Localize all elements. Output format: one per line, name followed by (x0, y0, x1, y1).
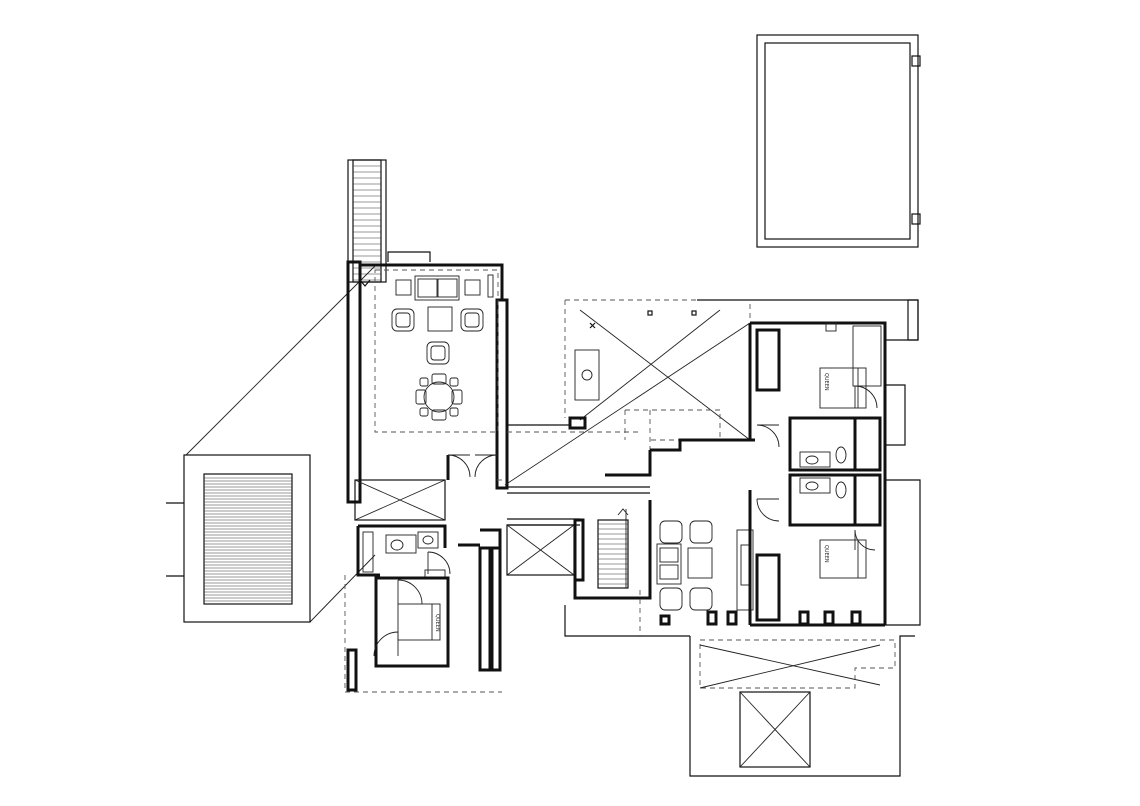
solar-panel-unit (166, 454, 311, 623)
central-atrium (564, 299, 755, 477)
right-bedroom-wing: QUEEN QUEEN (689, 299, 921, 777)
bed-label: QUEEN (434, 614, 440, 632)
lower-lounge-and-stair (506, 500, 754, 637)
bed-label: QUEEN (823, 373, 829, 391)
bridge-corridors (497, 322, 751, 526)
detached-rooftop-block (756, 34, 921, 248)
lower-terrace (699, 639, 896, 768)
projection-lines (185, 265, 376, 623)
exterior-stair (347, 159, 387, 287)
bed-label: QUEEN (823, 545, 829, 563)
lower-left-suite: QUEEN (344, 454, 502, 693)
lounge-dining-room (346, 251, 509, 504)
